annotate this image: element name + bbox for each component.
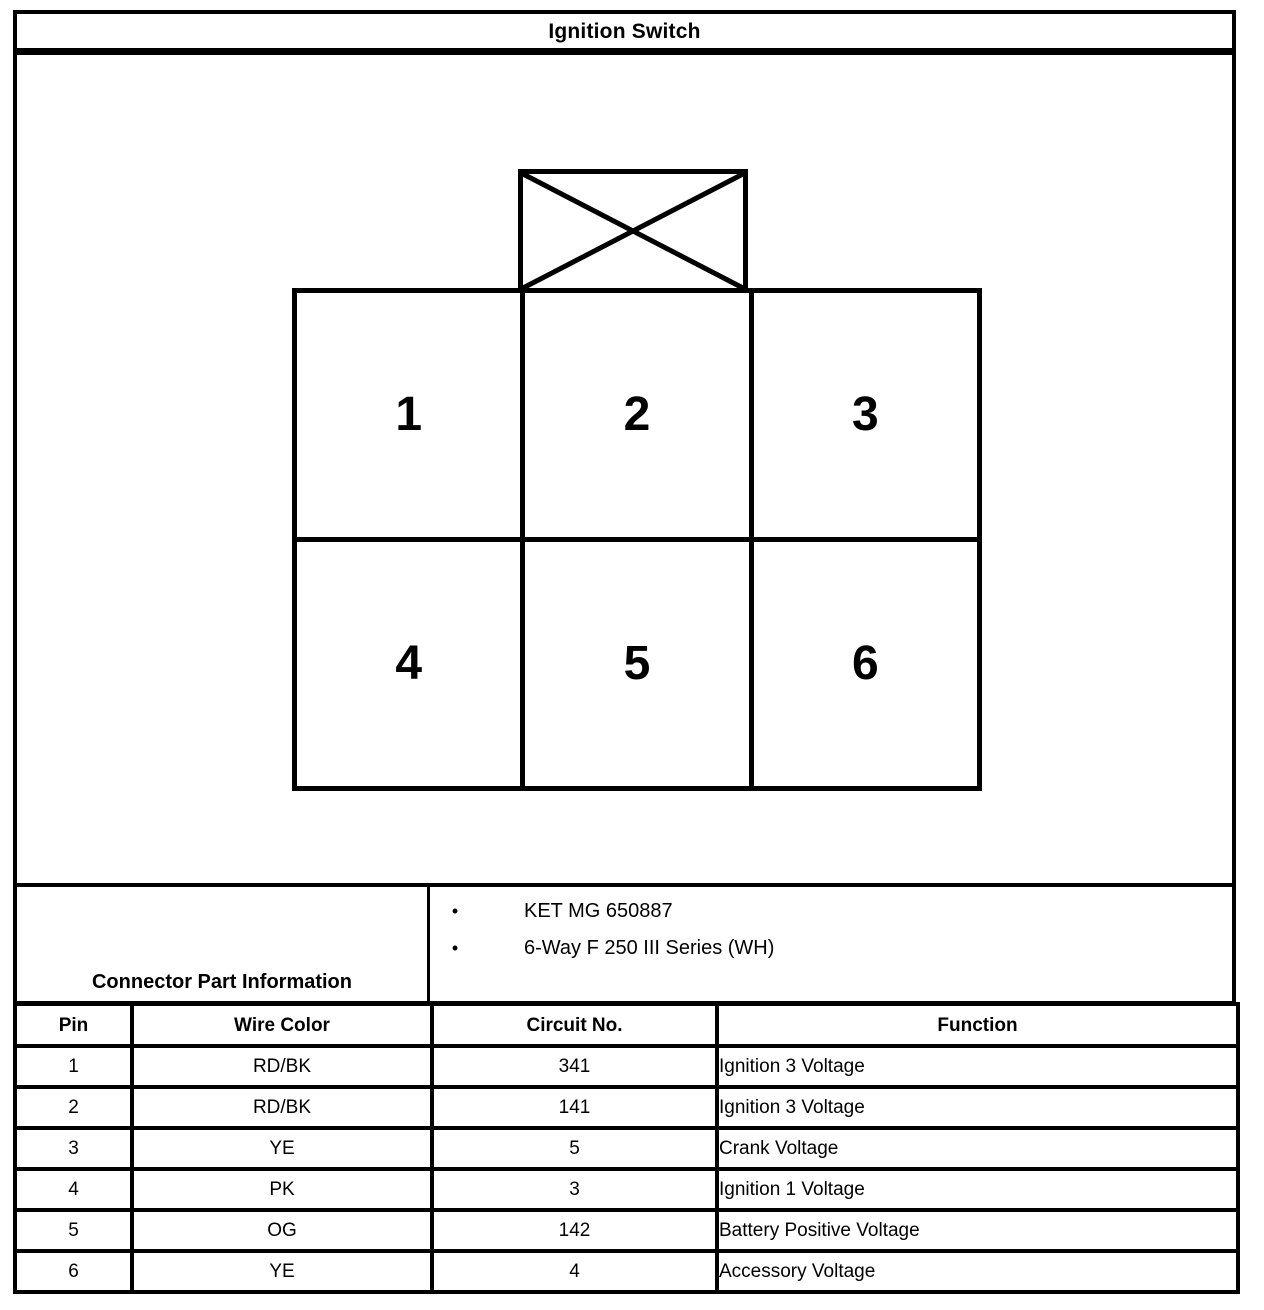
cell-pin: 6 [13,1249,134,1294]
part-info-item-text: KET MG 650887 [524,900,673,922]
table-row: 3 YE 5 Crank Voltage [13,1126,1240,1171]
connector-pin-cell-1[interactable]: 1 [395,388,423,441]
connector-pin-cell-5[interactable]: 5 [520,542,748,786]
connector-part-information-list: • KET MG 650887 • 6-Way F 250 III Series… [430,883,1236,1005]
cell-pin: 1 [13,1044,134,1089]
connector-pin-cell-6[interactable]: 6 [748,542,977,786]
bullet-icon: • [451,901,459,921]
pin-assignment-table: Pin Wire Color Circuit No. Function 1 RD… [13,1002,1240,1294]
table-row: 4 PK 3 Ignition 1 Voltage [13,1167,1240,1212]
column-header-circuit-no: Circuit No. [430,1002,719,1048]
table-row: 5 OG 142 Battery Positive Voltage [13,1208,1240,1253]
column-header-pin: Pin [13,1002,134,1048]
connector-diagram-panel: 1 2 3 4 5 6 [13,51,1236,887]
cell-function: Accessory Voltage [715,1249,1240,1294]
cell-pin: 2 [13,1085,134,1130]
cell-wire-color: YE [130,1249,434,1294]
bullet-icon: • [451,938,459,958]
cell-circuit-no: 341 [430,1044,719,1089]
column-header-function: Function [715,1002,1240,1048]
connector-drawing: 1 2 3 4 5 6 [292,169,982,791]
cell-circuit-no: 5 [430,1126,719,1171]
cell-wire-color: OG [130,1208,434,1253]
connector-pin-cell-3[interactable]: 3 [748,293,977,537]
cell-circuit-no: 4 [430,1249,719,1294]
part-info-item: • 6-Way F 250 III Series (WH) [430,938,1232,958]
cell-function: Ignition 3 Voltage [715,1085,1240,1130]
connector-keyway-tab [518,169,748,293]
cell-wire-color: RD/BK [130,1085,434,1130]
connector-pin-row-bottom: 4 5 6 [297,542,977,786]
connector-part-information-label-cell: Connector Part Information [13,883,430,1005]
title-bar: Ignition Switch [13,10,1236,52]
connector-pin-grid: 1 2 3 4 5 6 [292,288,982,791]
connector-pin-cell-4[interactable]: 4 [395,637,423,690]
table-row: 2 RD/BK 141 Ignition 3 Voltage [13,1085,1240,1130]
cell-wire-color: RD/BK [130,1044,434,1089]
table-row: 1 RD/BK 341 Ignition 3 Voltage [13,1044,1240,1089]
diagram-sheet: Ignition Switch 1 2 3 4 5 6 [13,10,1240,1294]
connector-part-information-label: Connector Part Information [91,971,352,993]
cell-wire-color: YE [130,1126,434,1171]
x-cross-icon [521,171,745,291]
cell-pin: 5 [13,1208,134,1253]
connector-part-information: Connector Part Information • KET MG 6508… [13,883,1236,1005]
cell-function: Crank Voltage [715,1126,1240,1171]
page-title: Ignition Switch [548,19,701,43]
cell-wire-color: PK [130,1167,434,1212]
cell-circuit-no: 141 [430,1085,719,1130]
cell-circuit-no: 3 [430,1167,719,1212]
table-header-row: Pin Wire Color Circuit No. Function [13,1002,1240,1048]
cell-function: Battery Positive Voltage [715,1208,1240,1253]
cell-pin: 4 [13,1167,134,1212]
cell-circuit-no: 142 [430,1208,719,1253]
connector-pin-row-top: 1 2 3 [297,293,977,542]
table-row: 6 YE 4 Accessory Voltage [13,1249,1240,1294]
cell-function: Ignition 3 Voltage [715,1044,1240,1089]
part-info-item-text: 6-Way F 250 III Series (WH) [524,937,775,959]
part-info-item: • KET MG 650887 [430,901,1232,921]
cell-function: Ignition 1 Voltage [715,1167,1240,1212]
column-header-wire-color: Wire Color [130,1002,434,1048]
connector-pin-cell-2[interactable]: 2 [520,293,748,537]
cell-pin: 3 [13,1126,134,1171]
